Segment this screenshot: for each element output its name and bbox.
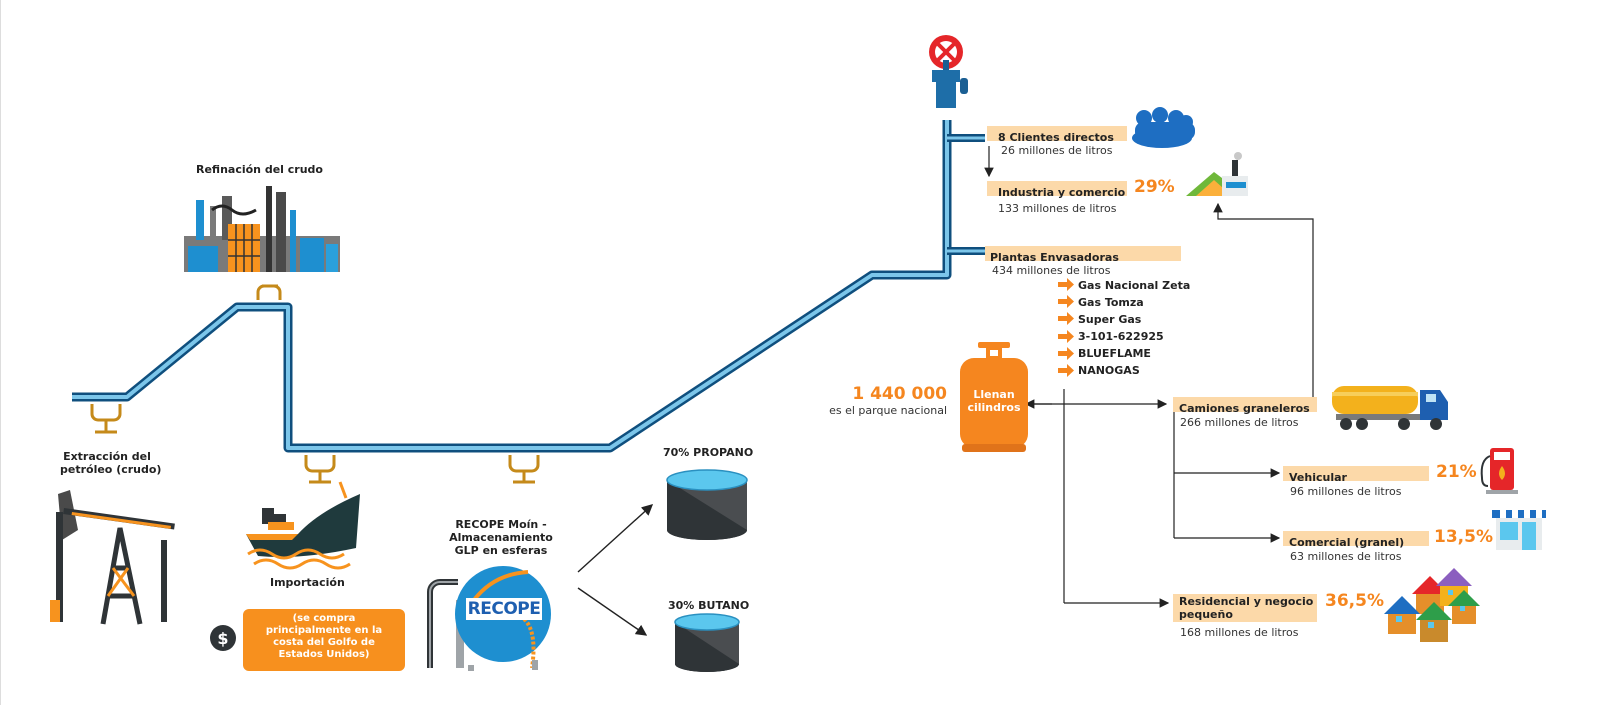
plantas-band: Plantas Envasadoras: [985, 246, 1181, 264]
cylinder-count-caption: es el parque nacional: [829, 404, 947, 417]
company-item: Gas Nacional Zeta: [1078, 279, 1191, 292]
refinery-label: Refinación del crudo: [196, 163, 323, 176]
import-note-line: (se compra: [292, 613, 356, 624]
residencial-band: Residencial y negocio pequeño: [1173, 594, 1317, 622]
import-note: (se compra principalmente en la costa de…: [243, 609, 405, 671]
cylinder-label-line: Llenan: [973, 388, 1015, 401]
extraction-line-1: Extracción del: [63, 450, 151, 463]
tanker-truck-icon: [1332, 386, 1448, 430]
recope-line: Almacenamiento: [449, 531, 553, 544]
plantas-label: Plantas Envasadoras: [990, 251, 1119, 264]
company-item: BLUEFLAME: [1078, 347, 1151, 360]
valve-icon: [929, 35, 968, 108]
vehicular-pct: 21%: [1436, 462, 1477, 482]
company-item: NANOGAS: [1078, 364, 1140, 377]
svg-text:$: $: [217, 629, 228, 648]
gas-cylinder-icon: [960, 342, 1028, 452]
houses-icon: [1384, 568, 1480, 642]
recope-label: RECOPE Moín - Almacenamiento GLP en esfe…: [446, 518, 556, 557]
dollar-icon: $: [210, 625, 236, 651]
extraction-line-2: petróleo (crudo): [60, 463, 162, 476]
company-item: Gas Tomza: [1078, 296, 1144, 309]
comercial-pct: 13,5%: [1434, 527, 1493, 547]
comercial-band: Comercial (granel): [1283, 531, 1429, 549]
company-item: 3-101-622925: [1078, 330, 1164, 343]
camiones-volume: 266 millones de litros: [1180, 416, 1299, 429]
import-label: Importación: [270, 576, 345, 589]
recope-line: RECOPE Moín -: [455, 518, 547, 531]
company-arrows: [1058, 278, 1074, 377]
butane-tank-icon: [674, 613, 740, 672]
plantas-volume: 434 millones de litros: [992, 264, 1111, 277]
comercial-volume: 63 millones de litros: [1290, 550, 1402, 563]
industria-band: Industria y comercio: [987, 181, 1127, 199]
vehicular-label: Vehicular: [1289, 471, 1347, 484]
extraction-label: Extracción del petróleo (crudo): [60, 450, 162, 476]
people-icon: [1132, 107, 1195, 148]
propano-label: 70% PROPANO: [663, 446, 754, 459]
camiones-band: Camiones graneleros: [1173, 397, 1317, 415]
clientes-band: 8 Clientes directos: [987, 126, 1127, 144]
industria-label: Industria y comercio: [998, 186, 1126, 199]
residencial-pct: 36,5%: [1325, 591, 1384, 611]
fuel-pump-icon: [1480, 448, 1518, 494]
clientes-label: 8 Clientes directos: [998, 131, 1114, 144]
store-icon: [1492, 510, 1546, 550]
pipeline: [72, 120, 985, 453]
ship-icon: [246, 481, 360, 570]
clientes-volume: 26 millones de litros: [1001, 144, 1113, 157]
import-note-line: Estados Unidos): [278, 649, 370, 660]
factory-icon: [1186, 152, 1248, 196]
oil-pump-icon: [50, 490, 175, 625]
cylinder-label: Llenan cilindros: [958, 388, 1030, 414]
import-note-line: costa del Golfo de: [273, 637, 375, 648]
cylinder-count: 1 440 000: [852, 384, 947, 404]
industria-pct: 29%: [1134, 177, 1175, 197]
propane-tank-icon: [666, 469, 748, 540]
company-item: Super Gas: [1078, 313, 1142, 326]
residencial-label-line: Residencial y negocio: [1179, 595, 1314, 608]
camiones-label: Camiones graneleros: [1179, 402, 1310, 415]
industria-volume: 133 millones de litros: [998, 202, 1117, 215]
vehicular-band: Vehicular: [1283, 466, 1429, 484]
import-note-line: principalmente en la: [265, 625, 383, 636]
cylinder-label-line: cilindros: [967, 401, 1021, 414]
residencial-label: Residencial y negocio pequeño: [1173, 594, 1317, 621]
recope-logo: RECOPE: [466, 598, 542, 620]
butano-label: 30% BUTANO: [668, 599, 750, 612]
pipe-connector-icon: [90, 284, 540, 484]
vehicular-volume: 96 millones de litros: [1290, 485, 1402, 498]
residencial-volume: 168 millones de litros: [1180, 626, 1299, 639]
recope-line: GLP en esferas: [454, 544, 548, 557]
residencial-label-line: pequeño: [1179, 608, 1233, 621]
comercial-label: Comercial (granel): [1289, 536, 1405, 549]
company-list: Gas Nacional Zeta Gas Tomza Super Gas 3-…: [1078, 277, 1190, 379]
refinery-icon: [184, 186, 340, 272]
